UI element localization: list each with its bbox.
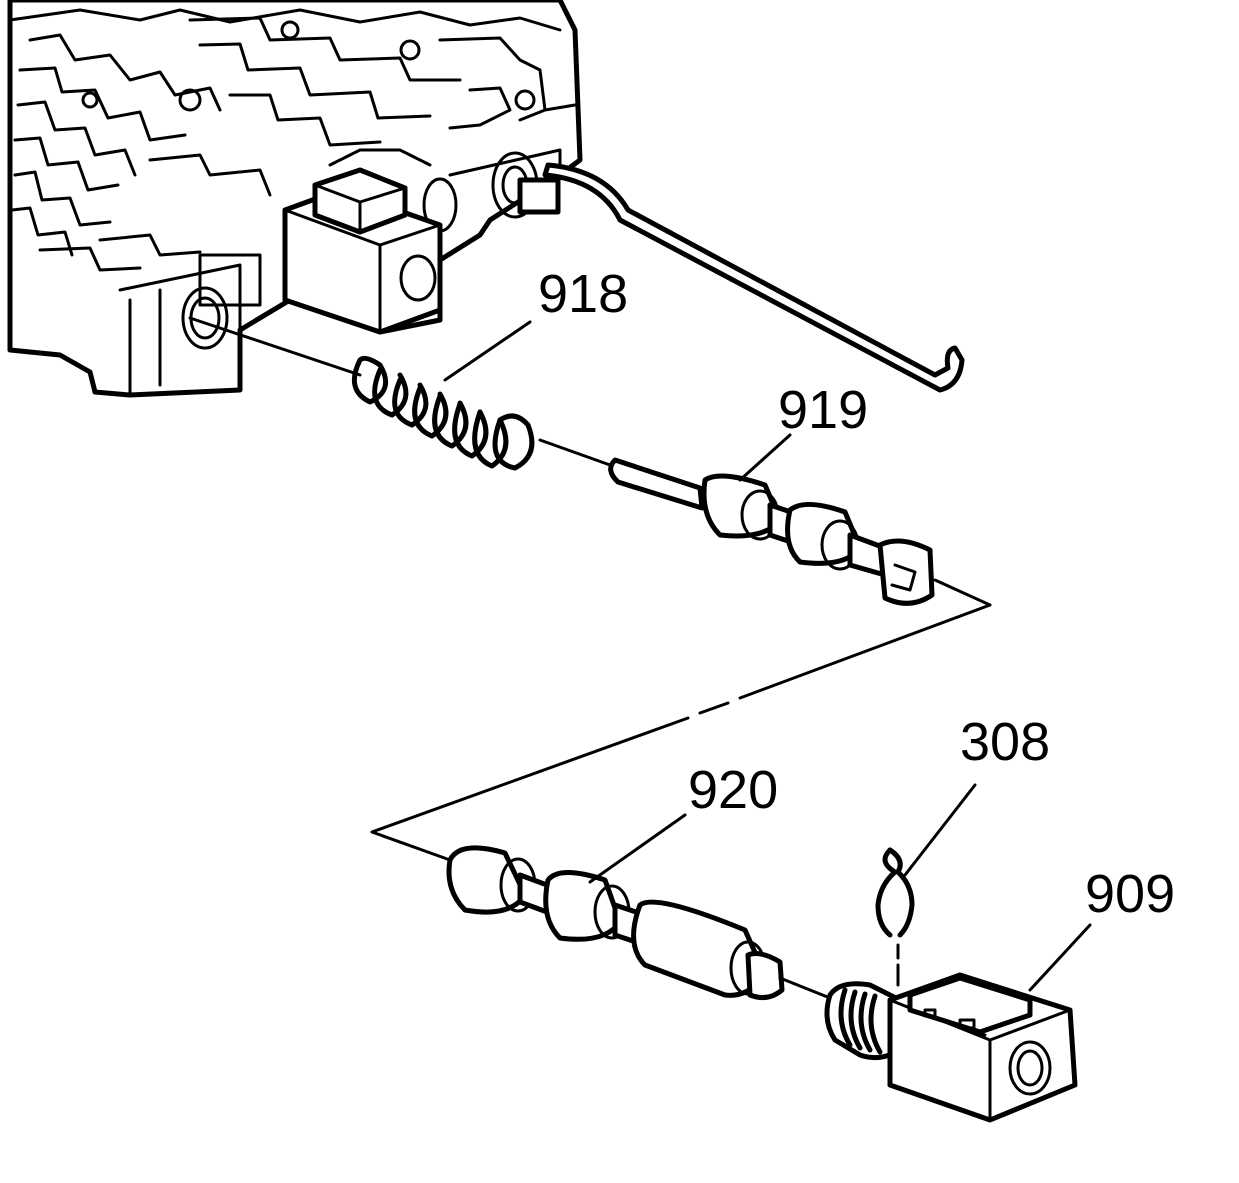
callout-909: 909 bbox=[1085, 864, 1175, 924]
spring-918 bbox=[188, 316, 612, 471]
callout-920: 920 bbox=[688, 760, 778, 820]
clip-308 bbox=[875, 847, 915, 987]
leader-919 bbox=[738, 433, 792, 482]
solenoid-909 bbox=[824, 972, 1078, 1123]
leader-909 bbox=[1028, 923, 1092, 992]
leader-308 bbox=[903, 783, 977, 877]
callout-308: 308 bbox=[960, 712, 1050, 772]
assembly-leader bbox=[370, 578, 992, 862]
callout-919: 919 bbox=[778, 380, 868, 440]
callout-918: 918 bbox=[538, 264, 628, 324]
callout-leaders bbox=[443, 320, 1092, 992]
valve-body bbox=[7, 0, 965, 398]
leader-920 bbox=[588, 813, 687, 884]
valve-920 bbox=[446, 845, 837, 1002]
valve-919 bbox=[608, 457, 935, 606]
leader-918 bbox=[443, 320, 532, 382]
